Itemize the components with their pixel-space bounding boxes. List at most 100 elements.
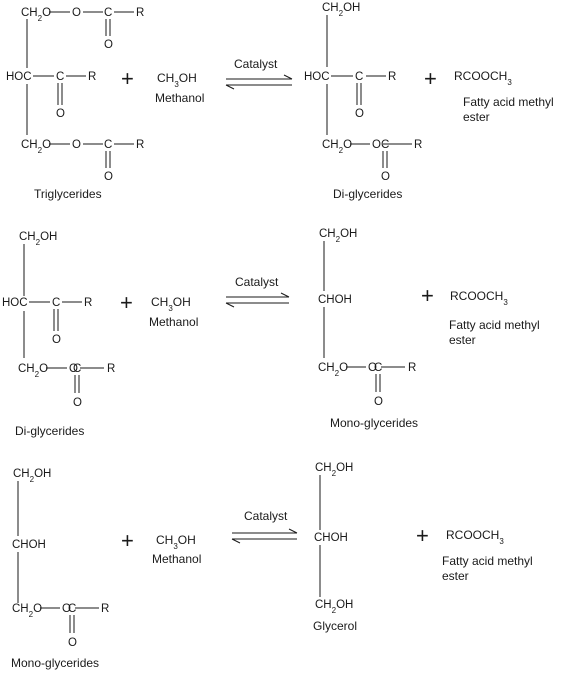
fame-label: RCOOCH3 Fatty acid methyl ester (442, 528, 533, 583)
r-group-label: R (101, 603, 109, 615)
r1-reactant-bottom: CH2O (21, 139, 51, 155)
r2-product-top: CH2OH (319, 228, 357, 244)
r3-product-bottom: CH2OH (315, 599, 353, 615)
r3-product-top: CH2OH (315, 462, 353, 478)
carbonyl-c-label: C (52, 297, 60, 309)
plus-sign: + (121, 528, 134, 553)
carbonyl-c-label: C (104, 7, 112, 19)
carbonyl-c-label: C (73, 363, 81, 375)
r2-reactant-caption: Di-glycerides (15, 424, 84, 438)
carbonyl-c-label: C (68, 603, 76, 615)
glycerol-structure: CH2OH CHOH CH2OH Glycerol (313, 462, 357, 633)
r1-methanol-name: Methanol (155, 91, 204, 105)
monoglyceride-structure: CH2OH CHOH CH2O O C R O Mono-glycerides (318, 228, 418, 430)
r3-reactant-bottom: CH2O (12, 603, 42, 619)
r1-methanol-formula: CH3OH (157, 71, 197, 89)
carbonyl-o-label: O (374, 396, 383, 408)
diglyceride-structure: CH2OH HOC C R O CH2O O C R O Di-glycerid… (304, 2, 422, 201)
plus-sign: + (416, 523, 429, 548)
r3-methanol-formula: CH3OH (156, 533, 196, 551)
r-group-label: R (414, 139, 422, 151)
r2-methanol-formula: CH3OH (151, 295, 191, 313)
reaction-3: CH2OH CHOH CH2O O C R O Mono-glycerides … (11, 462, 533, 670)
r1-catalyst-label: Catalyst (234, 57, 278, 71)
equilibrium-arrow: Catalyst (231, 509, 298, 544)
r-group-label: R (136, 7, 144, 19)
r2-product-middle: CHOH (318, 294, 352, 306)
plus-sign: + (424, 66, 437, 91)
r3-product-middle: CHOH (314, 532, 348, 544)
r1-product-bottom: CH2O (322, 139, 352, 155)
plus-sign: + (120, 290, 133, 315)
r3-reactant-middle: CHOH (12, 539, 46, 551)
r1-reactant-caption: Triglycerides (34, 187, 102, 201)
ester-o-label: O (72, 7, 81, 19)
r2-reactant-top: CH2OH (19, 231, 57, 247)
r2-byproduct-name-1: Fatty acid methyl (449, 318, 540, 332)
methanol-label: CH3OH Methanol (152, 533, 201, 566)
plus-sign: + (121, 66, 134, 91)
r2-product-bottom: CH2O (318, 362, 348, 378)
r3-catalyst-label: Catalyst (244, 509, 288, 523)
r-group-label: R (107, 363, 115, 375)
plus-sign: + (421, 283, 434, 308)
carbonyl-c-label: C (381, 139, 389, 151)
equilibrium-arrow: Catalyst (225, 57, 293, 90)
ester-o-label: O (72, 139, 81, 151)
fame-label: RCOOCH3 Fatty acid methyl ester (454, 69, 554, 124)
carbonyl-c-label: C (374, 362, 382, 374)
carbonyl-o-label: O (355, 108, 364, 120)
r3-methanol-name: Methanol (152, 552, 201, 566)
r1-product-caption: Di-glycerides (333, 187, 402, 201)
diglyceride-structure: CH2OH HOC C R O CH2O O C R O Di-glycerid… (2, 231, 115, 438)
r2-catalyst-label: Catalyst (235, 275, 279, 289)
r2-reactant-middle: HOC (2, 297, 28, 309)
carbonyl-o-label: O (104, 39, 113, 51)
r3-product-caption: Glycerol (313, 619, 357, 633)
carbonyl-c-label: C (104, 139, 112, 151)
r-group-label: R (408, 362, 416, 374)
r3-reactant-caption: Mono-glycerides (11, 656, 99, 670)
carbonyl-o-label: O (56, 108, 65, 120)
ester-o-label: O (372, 139, 381, 151)
r1-byproduct-name-1: Fatty acid methyl (463, 95, 554, 109)
ester-o-label: O (69, 363, 78, 375)
r1-product-middle: HOC (304, 71, 330, 83)
r1-byproduct-formula: RCOOCH3 (454, 69, 512, 87)
equilibrium-arrow: Catalyst (225, 275, 290, 308)
r2-product-caption: Mono-glycerides (330, 416, 418, 430)
reaction-2: CH2OH HOC C R O CH2O O C R O Di-glycerid… (2, 228, 540, 438)
r2-reactant-bottom: CH2O (18, 363, 48, 379)
carbonyl-o-label: O (52, 334, 61, 346)
monoglyceride-structure: CH2OH CHOH CH2O O C R O Mono-glycerides (11, 468, 109, 670)
r1-product-top: CH2OH (322, 2, 360, 18)
r1-byproduct-name-2: ester (463, 110, 490, 124)
carbonyl-o-label: O (68, 637, 77, 649)
r2-byproduct-formula: RCOOCH3 (450, 289, 508, 307)
r-group-label: R (136, 139, 144, 151)
carbonyl-o-label: O (73, 397, 82, 409)
ester-o-label: O (62, 603, 71, 615)
triglyceride-structure: CH2O O C R O HOC C R O CH2O O C (6, 7, 144, 201)
carbonyl-o-label: O (104, 171, 113, 183)
r2-byproduct-name-2: ester (449, 333, 476, 347)
ester-o-label: O (368, 362, 377, 374)
methanol-label: CH3OH Methanol (155, 71, 204, 105)
r2-methanol-name: Methanol (149, 315, 198, 329)
r3-byproduct-name-1: Fatty acid methyl (442, 554, 533, 568)
fame-label: RCOOCH3 Fatty acid methyl ester (449, 289, 540, 347)
r-group-label: R (88, 71, 96, 83)
reaction-1: CH2O O C R O HOC C R O CH2O O C (6, 2, 554, 201)
r3-byproduct-formula: RCOOCH3 (446, 528, 504, 546)
r1-reactant-top: CH2O (21, 7, 51, 23)
carbonyl-c-label: C (56, 71, 64, 83)
carbonyl-c-label: C (355, 71, 363, 83)
r3-byproduct-name-2: ester (442, 569, 469, 583)
methanol-label: CH3OH Methanol (149, 295, 198, 329)
r1-reactant-middle: HOC (6, 71, 32, 83)
carbonyl-o-label: O (381, 171, 390, 183)
r-group-label: R (84, 297, 92, 309)
r-group-label: R (388, 71, 396, 83)
